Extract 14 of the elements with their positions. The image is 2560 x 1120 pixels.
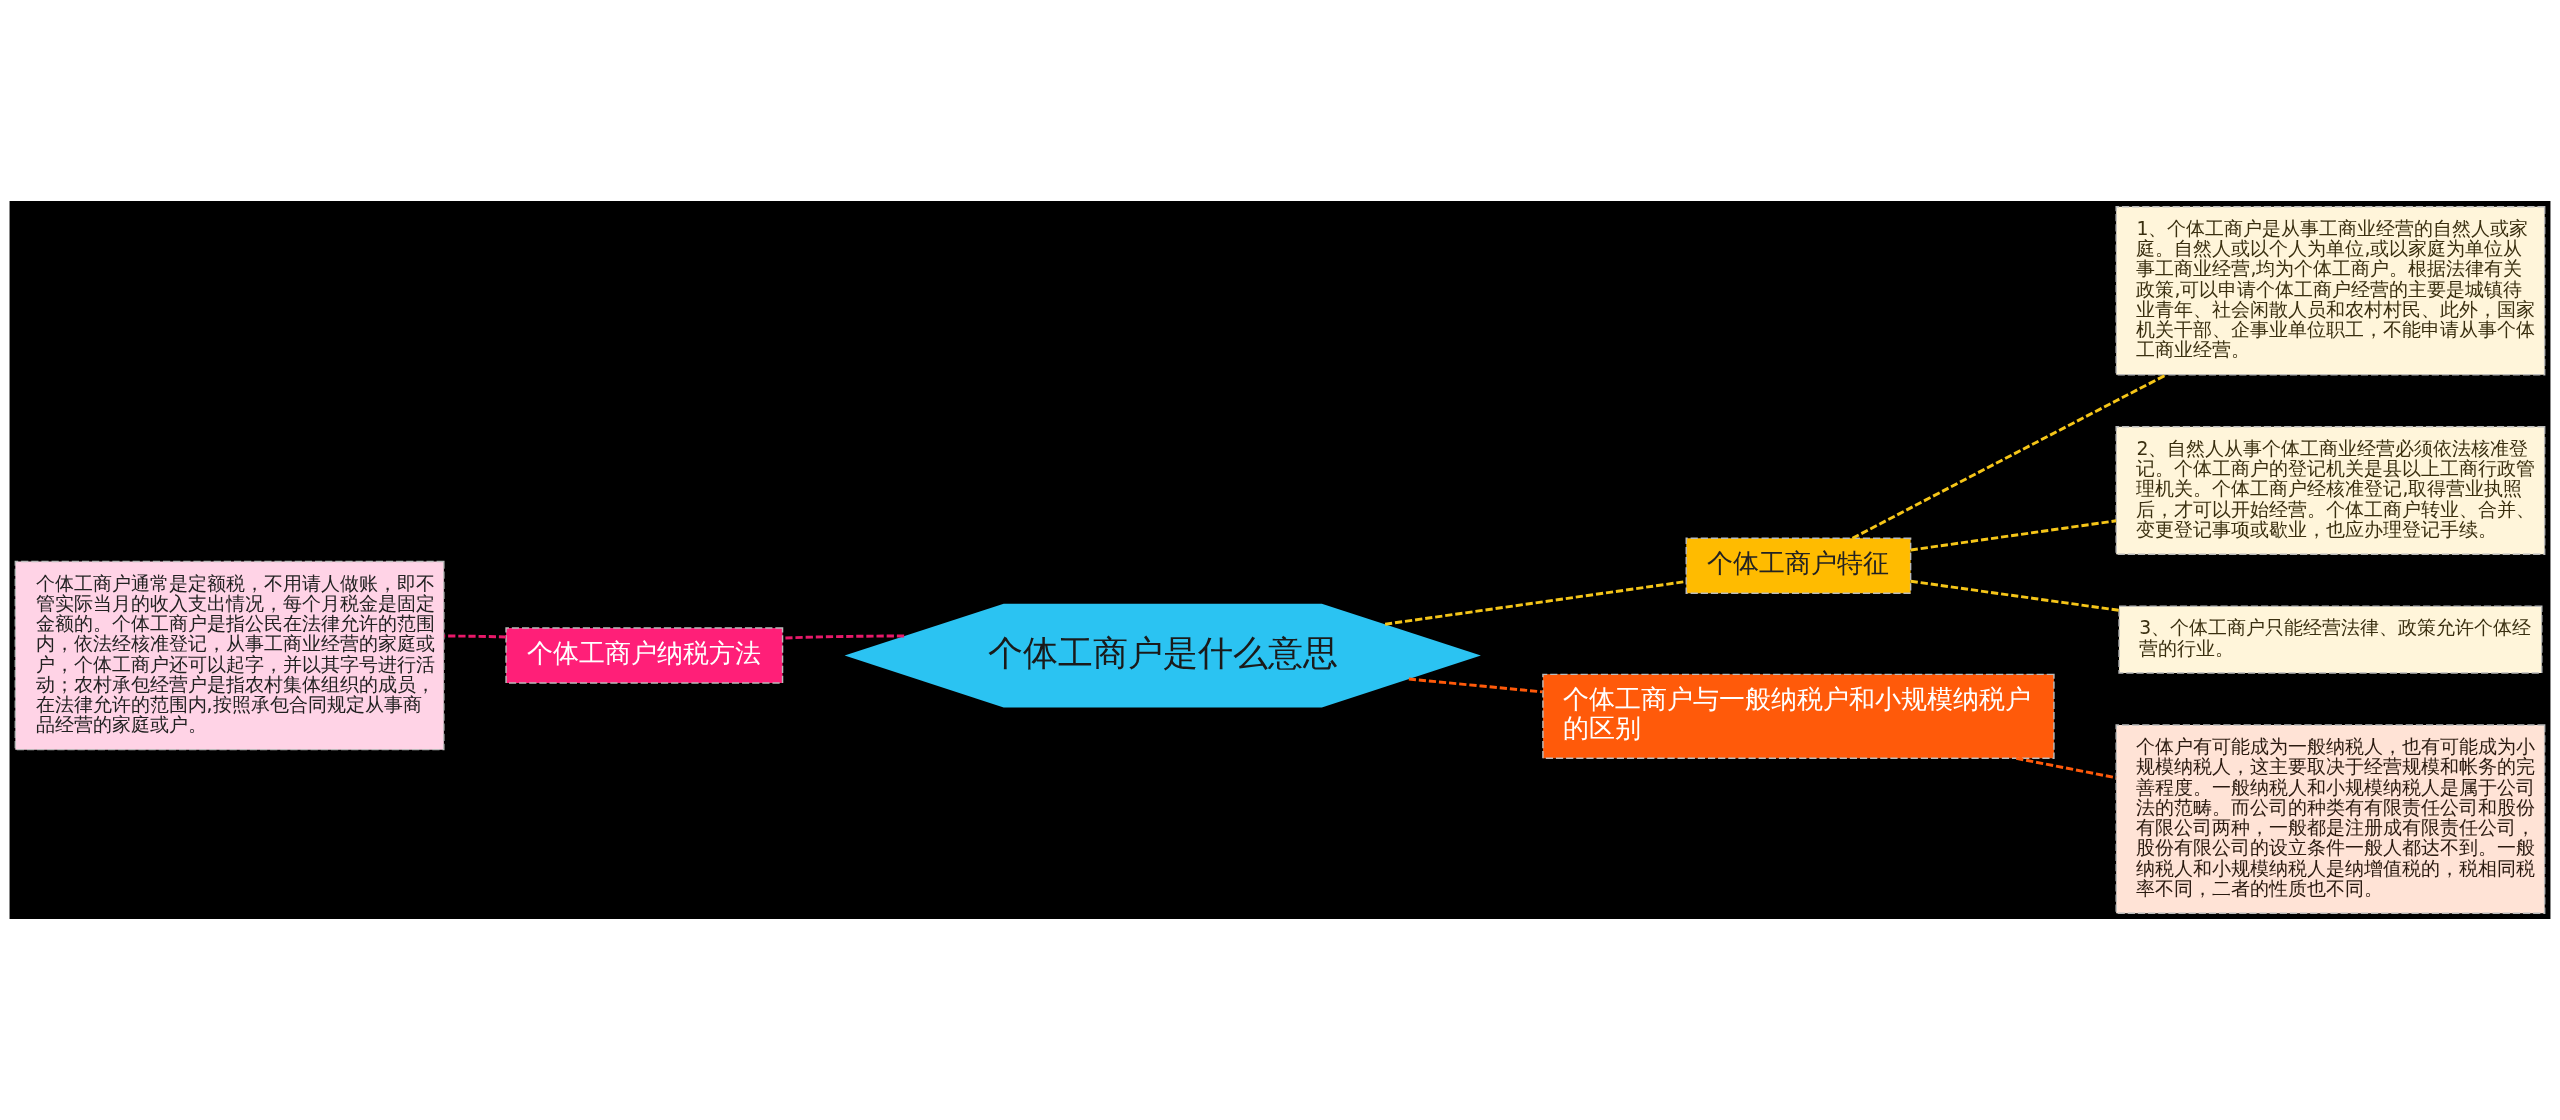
node-box: 个体工商户特征 [1685, 537, 1912, 594]
node-box: 2、自然人从事个体工商业经营必须依法核准登记。个体工商户的登记机关是县以上工商行政管理机关。个体工商户经核准登记,取得营业执照后，才可以开始经营。个体工商户转业、合并、变更登记事项或歇业，也应办理登记手续。 [2115, 426, 2546, 555]
connector [782, 634, 905, 640]
connector [1851, 373, 2167, 540]
connector [444, 634, 507, 639]
node-box: 个体工商户纳税方法 [505, 627, 784, 684]
node-box: 个体户有可能成为一般纳税人，也有可能成为小规模纳税人，这主要取决于经营规模和帐务的完善程度。一般纳税人和小规模纳税人是属于公司法的范畴。而公司的种类有有限责任公司和股份有限公司两种，一般都是注册成有限责任公司，股份有限公司的设立条件一般人都达不到。一般纳税人和小规模纳税人是纳增值税的，税相同税率不同，二者的性质也不同。 [2115, 724, 2546, 914]
connector [1910, 579, 2120, 612]
node-box: 3、个体工商户只能经营法律、政策允许个体经营的行业。 [2118, 605, 2543, 674]
connector [1408, 677, 1543, 694]
connector [1910, 519, 2117, 552]
node-box: 个体工商户通常是定额税，不用请人做账，即不管实际当月的收入支出情况，每个月税金是固定金额的。个体工商户是指公民在法律允许的范围内，依法经核准登记，从事工商业经营的家庭或户，个体工商户还可以起字，并以其字号进行活动；农村承包经营户是指农村集体组织的成员，在法律允许的范围内,按照承包合同规定从事商品经营的家庭或户。 [14, 560, 445, 751]
node-box: 1、个体工商户是从事工商业经营的自然人或家庭。自然人或以个人为单位,或以家庭为单位从事工商业经营,均为个体工商户。根据法律有关政策,可以申请个体工商户经营的主要是城镇待业青年、社会闲散人员和农村村民、此外，国家机关干部、企事业单位职工，不能申请从事个体工商业经营。 [2115, 206, 2546, 376]
node-box: 个体工商户与一般纳税户和小规模纳税户的区别 [1542, 673, 2055, 760]
